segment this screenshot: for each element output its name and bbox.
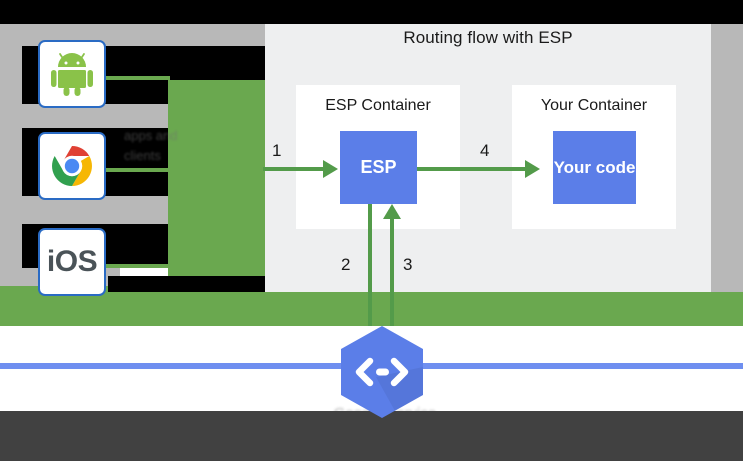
client-icon-chrome bbox=[38, 132, 106, 200]
arrow-3-number: 3 bbox=[403, 255, 413, 274]
arrow-4-line bbox=[417, 167, 527, 171]
client-icon-android bbox=[38, 40, 106, 108]
your-code-box: Your code bbox=[553, 131, 636, 204]
client-icon-ios: iOS bbox=[38, 228, 106, 296]
esp-container-label: ESP Container bbox=[325, 97, 431, 114]
arrow-1-number: 1 bbox=[272, 141, 282, 160]
connector-stub-android bbox=[106, 76, 170, 80]
your-code-box-label: Your code bbox=[553, 157, 636, 177]
arrow-4-number: 4 bbox=[480, 141, 490, 160]
arrow-3-head-icon bbox=[383, 204, 401, 219]
background-band-gray bbox=[0, 24, 22, 288]
android-icon bbox=[51, 53, 93, 96]
ios-label: iOS bbox=[46, 245, 98, 278]
top-black-band bbox=[0, 0, 743, 24]
connector-stub-ios bbox=[106, 264, 170, 268]
arrow-3-line bbox=[390, 218, 394, 326]
arrow-4-head-icon bbox=[525, 160, 540, 178]
chrome-icon bbox=[52, 146, 92, 186]
right-gray-strip bbox=[711, 24, 743, 292]
esp-box: ESP bbox=[340, 131, 417, 204]
service-control-badge bbox=[338, 325, 426, 419]
page-title: Routing flow with ESP bbox=[403, 28, 573, 47]
arrow-1-line bbox=[263, 167, 325, 171]
your-container-label: Your Container bbox=[540, 97, 648, 114]
connector-stub-chrome bbox=[106, 168, 170, 172]
clients-caption: apps and clients bbox=[124, 128, 178, 163]
bottom-dark-band bbox=[0, 411, 743, 461]
arrow-1-head-icon bbox=[323, 160, 338, 178]
code-brackets-hexagon-icon bbox=[341, 326, 423, 418]
arrow-2-line bbox=[368, 204, 372, 326]
arrow-2-number: 2 bbox=[341, 255, 351, 274]
green-column-block bbox=[168, 80, 266, 288]
esp-container-card: ESP Container bbox=[296, 85, 460, 229]
